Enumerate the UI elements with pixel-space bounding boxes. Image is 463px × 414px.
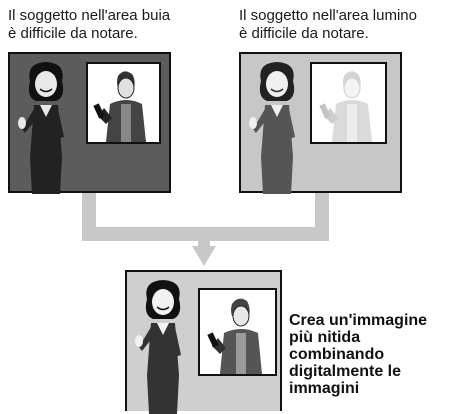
dark-scene-panel (8, 52, 171, 194)
result-inner-frame (198, 288, 277, 376)
woman-figure-clear-icon (135, 280, 181, 414)
caption-bright-line-2: è difficile da notare. (239, 25, 369, 42)
description-line-2: più nitida (289, 329, 361, 346)
caption-bright-line-1: Il soggetto nell'area lumino (239, 7, 417, 24)
result-description: Crea un'immagine più nitida combinando d… (289, 312, 427, 397)
caption-dark-line-1: Il soggetto nell'area buia (8, 7, 171, 24)
caption-dark-line-2: è difficile da notare. (8, 25, 138, 42)
woman-figure-faded-icon (249, 62, 295, 194)
description-line-3: combinando (289, 346, 385, 363)
man-with-phone-icon (93, 71, 146, 142)
woman-figure-icon (18, 62, 64, 194)
description-line-4: digitalmente le (289, 363, 402, 380)
down-arrow-icon (192, 246, 216, 266)
bright-inner-frame (310, 62, 387, 144)
dark-inner-frame (86, 62, 161, 144)
caption-bright-area: Il soggetto nell'area lumino è difficile… (239, 7, 417, 43)
description-line-1: Crea un'immagine (289, 312, 428, 329)
bright-scene-panel (239, 52, 402, 194)
description-line-5: immagini (289, 380, 360, 397)
man-with-phone-clear-icon (207, 298, 262, 374)
man-with-phone-faded-icon (319, 71, 372, 142)
caption-dark-area: Il soggetto nell'area buia è difficile d… (8, 7, 170, 43)
result-scene-panel (125, 270, 282, 414)
